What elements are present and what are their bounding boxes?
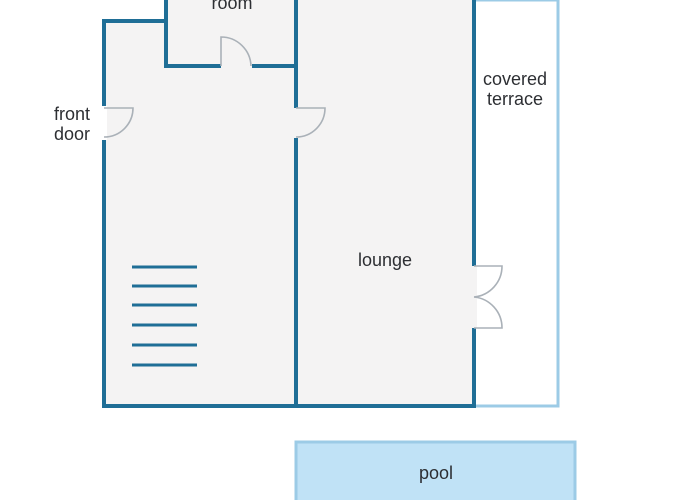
room-floor — [166, 0, 296, 66]
front-door[interactable] — [103, 107, 134, 138]
room-label: room — [211, 0, 252, 13]
front-door-label-line2: door — [54, 124, 90, 144]
lounge-label: lounge — [358, 250, 412, 270]
terrace-door-upper[interactable] — [473, 265, 503, 298]
left-hall-floor — [104, 21, 296, 406]
doors — [103, 36, 503, 329]
pool-label: pool — [419, 463, 453, 483]
terrace-door-lower[interactable] — [473, 296, 503, 329]
room-door[interactable] — [220, 36, 252, 67]
lounge-floor — [296, 0, 474, 406]
covered-terrace-outline — [474, 0, 560, 408]
pool — [294, 440, 577, 500]
front-door-label-line1: front — [54, 104, 90, 124]
covered-terrace-label-line2: terrace — [487, 89, 543, 109]
stairs — [132, 265, 197, 367]
lounge-door[interactable] — [295, 107, 326, 138]
covered-terrace-label-line1: covered — [483, 69, 547, 89]
